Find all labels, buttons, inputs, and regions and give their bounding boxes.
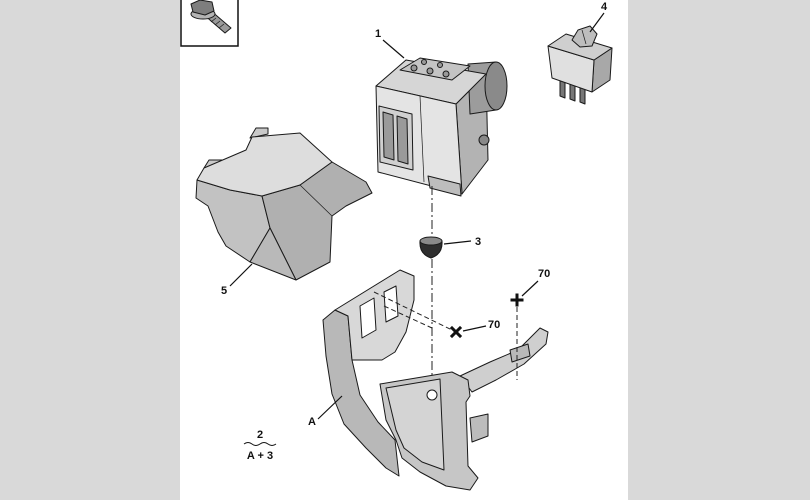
quantity-note: 2 A + 3	[243, 429, 277, 462]
quantity-separator	[243, 442, 277, 446]
item-5-leader	[229, 263, 253, 287]
item-1-hydraulic-unit	[375, 57, 508, 197]
item-A-leader	[317, 395, 343, 420]
torque-upper-leader	[521, 280, 539, 297]
item-A-bracket	[322, 269, 549, 491]
item-4-relay	[547, 25, 613, 105]
fastener-line-lower-secondary	[383, 305, 433, 329]
item-4-label: 4	[601, 1, 608, 13]
quantity-items: A + 3	[247, 450, 273, 462]
bolt-inset	[180, 0, 239, 47]
item-1-leader	[382, 39, 405, 59]
item-3-leader	[443, 240, 472, 245]
item-3-grommet	[419, 236, 443, 259]
item-1-label: 1	[375, 28, 381, 40]
item-5-shield	[195, 127, 373, 281]
bolt-icon	[190, 0, 232, 34]
quantity-value: 2	[257, 429, 263, 441]
torque-lower-leader	[462, 325, 487, 332]
item-5-label: 5	[221, 285, 227, 297]
item-A-label: A	[308, 416, 316, 428]
item-3-label: 3	[475, 236, 481, 248]
torque-upper-label: 70	[538, 268, 550, 280]
plus-icon	[510, 293, 524, 307]
fastener-line-lower	[373, 291, 453, 331]
torque-lower-label: 70	[488, 319, 500, 331]
cross-icon	[449, 325, 463, 339]
item-4-leader	[589, 12, 605, 33]
